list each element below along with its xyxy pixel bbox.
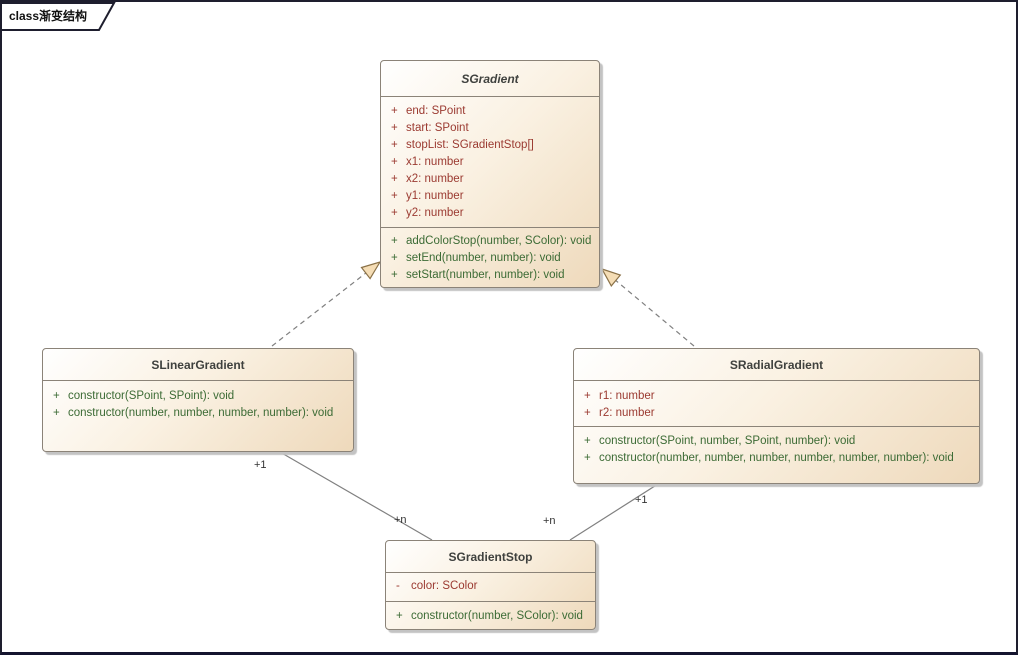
association-radial-to-stop[interactable] [569,483,659,541]
class-box-sgradientstop[interactable]: SGradientStop -color: SColor +constructo… [385,540,596,630]
generalization-radial-to-gradient[interactable] [615,280,695,347]
attribute-row: +y1: number [381,188,599,205]
attribute-row: +start: SPoint [381,120,599,137]
attributes-compartment: -color: SColor [386,573,595,602]
attributes-compartment: +end: SPoint +start: SPoint +stopList: S… [381,97,599,228]
operation-row: +constructor(number, number, number, num… [574,450,979,467]
operation-row: +addColorStop(number, SColor): void [381,233,599,250]
multiplicity-linear-end: +1 [254,459,267,471]
visibility-symbol: + [584,390,591,402]
generalization-arrowhead-left [360,260,382,280]
attribute-row: +y2: number [381,205,599,222]
class-box-slineargradient[interactable]: SLinearGradient +constructor(SPoint, SPo… [42,348,354,452]
attribute-row: +r2: number [574,405,979,422]
attribute-row: +x1: number [381,154,599,171]
visibility-symbol: + [391,235,398,247]
attribute-row: +x2: number [381,171,599,188]
operation-row: +constructor(number, SColor): void [386,608,595,625]
class-box-sgradient[interactable]: SGradient +end: SPoint +start: SPoint +s… [380,60,600,288]
operations-compartment: +constructor(number, SColor): void [386,602,595,629]
diagram-title: class渐变结构 [9,9,88,23]
generalization-linear-to-gradient[interactable] [271,272,367,347]
visibility-symbol: - [396,580,400,592]
attribute-row: +end: SPoint [381,103,599,120]
visibility-symbol: + [584,452,591,464]
visibility-symbol: + [391,173,398,185]
operation-row: +constructor(number, number, number, num… [43,405,353,422]
operation-row: +constructor(SPoint, number, SPoint, num… [574,433,979,450]
visibility-symbol: + [584,407,591,419]
visibility-symbol: + [391,156,398,168]
visibility-symbol: + [391,190,398,202]
attribute-row: +r1: number [574,388,979,405]
multiplicity-radial-end: +1 [635,494,648,506]
operations-compartment: +constructor(SPoint, SPoint): void +cons… [43,381,353,451]
visibility-symbol: + [396,610,403,622]
class-box-sradialgradient[interactable]: SRadialGradient +r1: number +r2: number … [573,348,980,484]
operation-row: +setStart(number, number): void [381,267,599,284]
attribute-row: -color: SColor [386,578,595,595]
class-name-slineargradient: SLinearGradient [43,349,353,381]
visibility-symbol: + [584,435,591,447]
visibility-symbol: + [391,105,398,117]
visibility-symbol: + [391,139,398,151]
diagram-frame-tab: class渐变结构 [2,2,132,32]
class-name-sgradient: SGradient [381,61,599,97]
attribute-row: +stopList: SGradientStop[] [381,137,599,154]
visibility-symbol: + [53,390,60,402]
visibility-symbol: + [391,122,398,134]
class-name-sgradientstop: SGradientStop [386,541,595,573]
visibility-symbol: + [391,252,398,264]
visibility-symbol: + [391,269,398,281]
operation-row: +setEnd(number, number): void [381,250,599,267]
class-name-sradialgradient: SRadialGradient [574,349,979,381]
operations-compartment: +addColorStop(number, SColor): void +set… [381,228,599,287]
frame-tab-shape [2,2,116,31]
operations-compartment: +constructor(SPoint, number, SPoint, num… [574,427,979,483]
attributes-compartment: +r1: number +r2: number [574,381,979,427]
operation-row: +constructor(SPoint, SPoint): void [43,388,353,405]
multiplicity-stop-end-right: +n [543,515,556,527]
visibility-symbol: + [53,407,60,419]
visibility-symbol: + [391,207,398,219]
generalization-arrowhead-right [600,267,622,287]
multiplicity-stop-end-left: +n [394,514,407,526]
association-linear-to-stop[interactable] [279,451,433,541]
